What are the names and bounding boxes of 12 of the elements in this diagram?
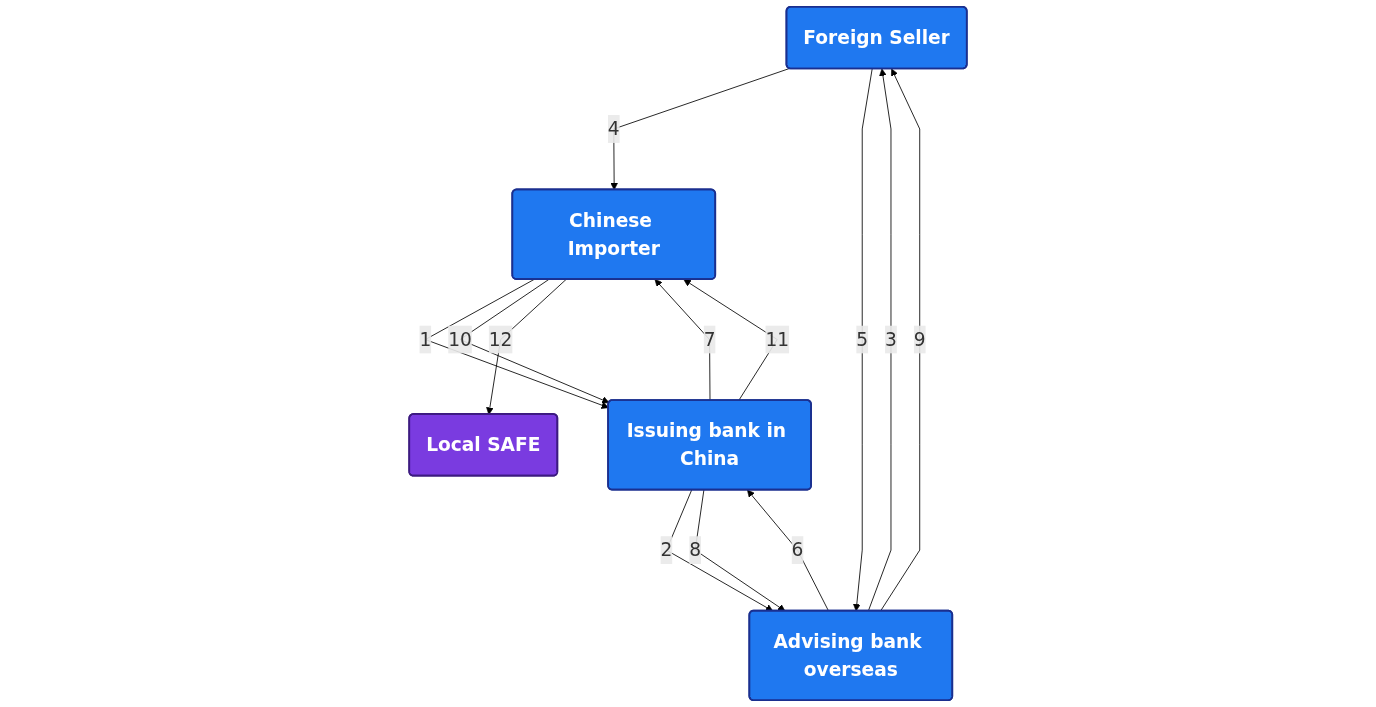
edge-label: 11 <box>765 328 790 351</box>
edge-label: 7 <box>703 328 716 351</box>
edge-label: 4 <box>607 118 620 140</box>
edge-label: 9 <box>913 328 926 351</box>
edge-label: 5 <box>856 328 869 351</box>
edge-label: 3 <box>885 328 897 351</box>
edge-label: 12 <box>488 328 513 351</box>
edge-label: 6 <box>791 539 804 561</box>
edge-label: 2 <box>660 539 673 561</box>
edge-label: 10 <box>448 328 472 351</box>
edge-label: 1 <box>419 328 432 351</box>
edge-label: 8 <box>689 539 702 561</box>
